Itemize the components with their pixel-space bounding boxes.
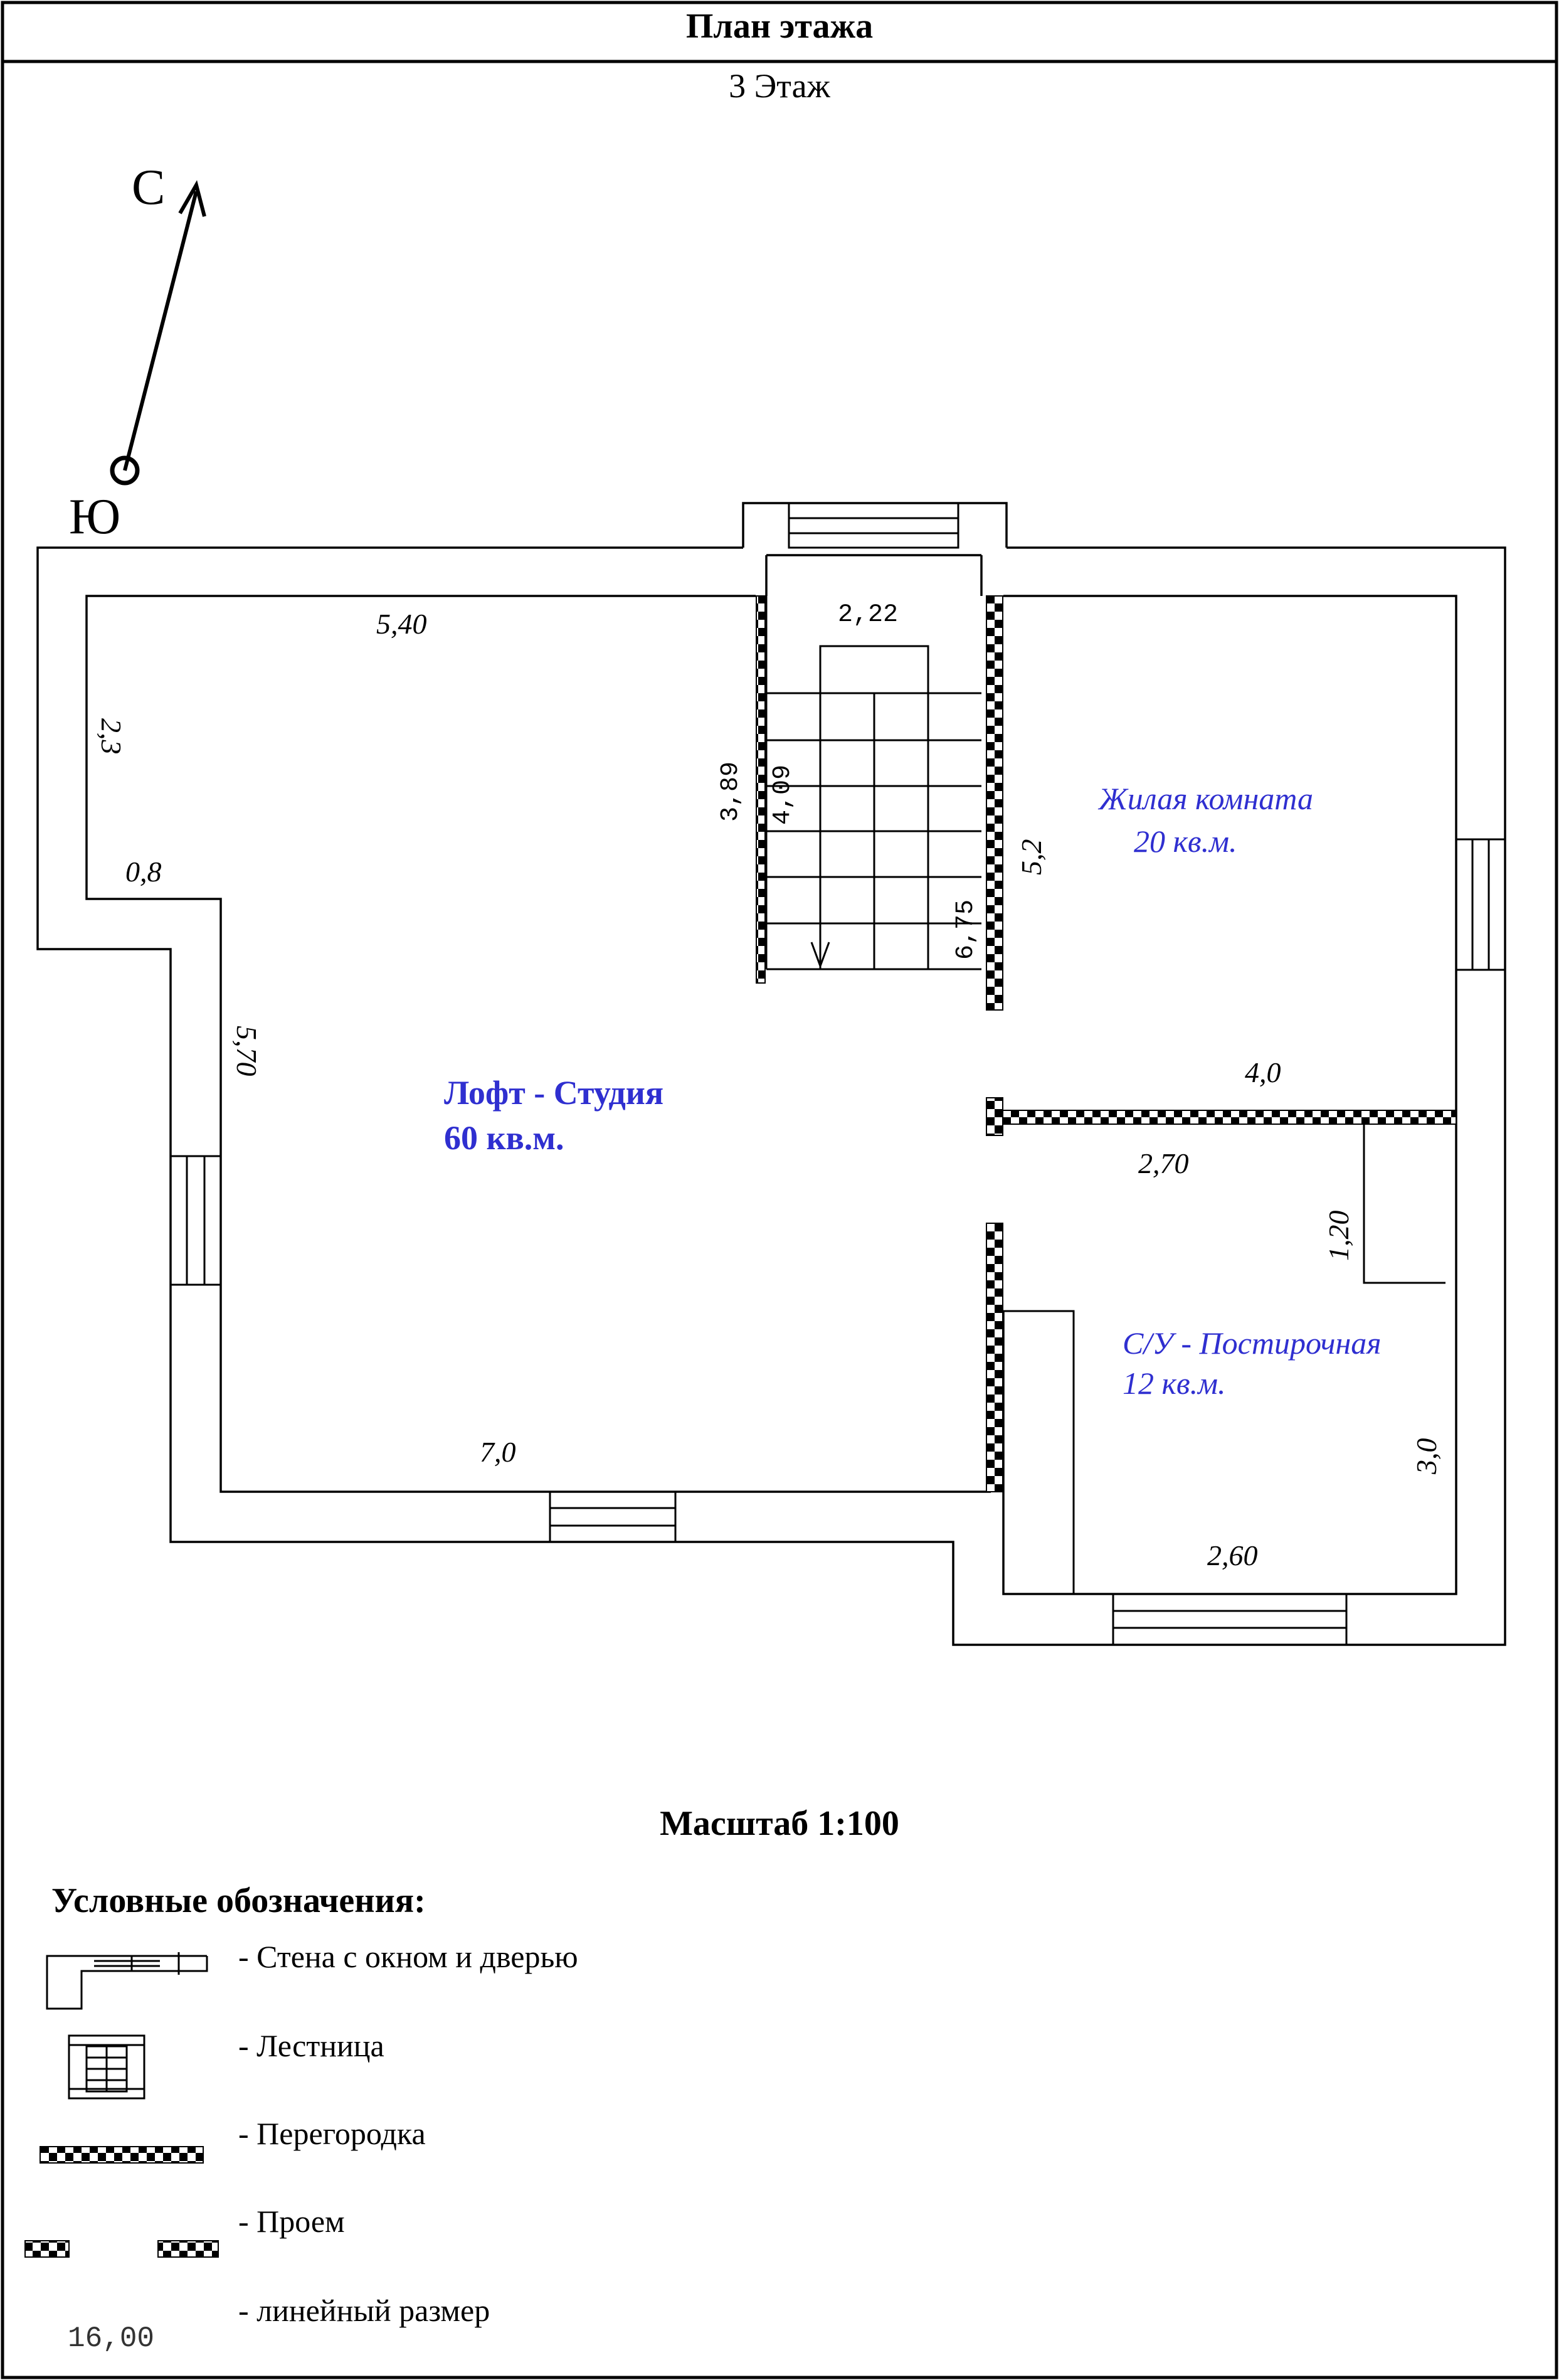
compass-north-label: С (132, 160, 165, 215)
staircase-icon (765, 596, 981, 970)
window-bottom-loft (549, 1490, 677, 1543)
wall-with-window-door-icon (46, 1952, 208, 2010)
partition-living-bath (986, 1110, 1457, 1125)
room-loft-area: 60 кв.м. (444, 1119, 564, 1157)
partition-stair-right (986, 595, 1003, 1011)
room-living-name: Жилая комната (1097, 781, 1313, 816)
scale-label: Масштаб 1:100 (660, 1804, 899, 1843)
partitions (756, 595, 1457, 1492)
legend-opening-label: - Проем (238, 2204, 345, 2239)
room-labels: Лофт - Студия 60 кв.м. Жилая комната 20 … (444, 781, 1382, 1401)
dim-3-0: 3,0 (1410, 1438, 1442, 1475)
legend-labels: - Стена с окном и дверью - Лестница - Пе… (238, 1939, 578, 2328)
legend-stair-label: - Лестница (238, 2028, 384, 2063)
floor-label: 3 Этаж (729, 67, 830, 105)
room-bath-area: 12 кв.м. (1123, 1366, 1226, 1401)
dim-4-09: 4,09 (769, 765, 797, 825)
window-bottom-bath (1112, 1593, 1348, 1646)
room-living-area: 20 кв.м. (1134, 824, 1237, 859)
dim-2-60: 2,60 (1207, 1539, 1258, 1571)
dim-0-8: 0,8 (125, 856, 162, 888)
dim-1-20: 1,20 (1323, 1211, 1355, 1262)
dim-4-0: 4,0 (1245, 1056, 1281, 1088)
partition-opening-end (986, 1097, 1003, 1136)
bath-fixtures (1003, 1125, 1445, 1594)
plan-dimensions: 5,40 2,3 0,8 5,70 7,0 5,2 4,0 2,70 1,20 … (95, 608, 1442, 1571)
opening-legend-icon (24, 2240, 219, 2258)
dim-6-75: 6,75 (952, 900, 980, 960)
dim-5-40: 5,40 (376, 608, 427, 640)
dim-2-22: 2,22 (838, 601, 898, 629)
room-loft-name: Лофт - Студия (444, 1074, 663, 1112)
partition-bath-left (986, 1223, 1003, 1492)
partition-stair-left (756, 595, 766, 984)
dim-2-70: 2,70 (1138, 1147, 1189, 1179)
partition-legend-icon (40, 2146, 204, 2164)
legend-dimension-label: - линейный размер (238, 2293, 490, 2328)
window-right (1455, 838, 1506, 971)
legend-wall-label: - Стена с окном и дверью (238, 1939, 578, 1974)
compass-south-label: Ю (69, 489, 120, 545)
window-top (788, 502, 959, 549)
north-arrow-icon (110, 180, 206, 486)
legend-title: Условные обозначения: (51, 1881, 426, 1920)
window-left (169, 1155, 222, 1286)
dim-2-3: 2,3 (95, 718, 127, 755)
plan-title: План этажа (686, 7, 873, 46)
room-bath-name: С/У - Постирочная (1123, 1325, 1382, 1361)
dim-7-0: 7,0 (480, 1436, 516, 1468)
dim-3-89: 3,89 (717, 762, 745, 822)
staircase-legend-icon (68, 2034, 145, 2100)
legend-partition-label: - Перегородка (238, 2116, 426, 2151)
linear-dimension-sample: 16,00 (68, 2322, 154, 2355)
stair-dimensions: 2,22 3,89 4,09 6,75 (717, 601, 980, 960)
dim-5-70: 5,70 (231, 1026, 263, 1076)
dim-5-2: 5,2 (1015, 839, 1047, 876)
